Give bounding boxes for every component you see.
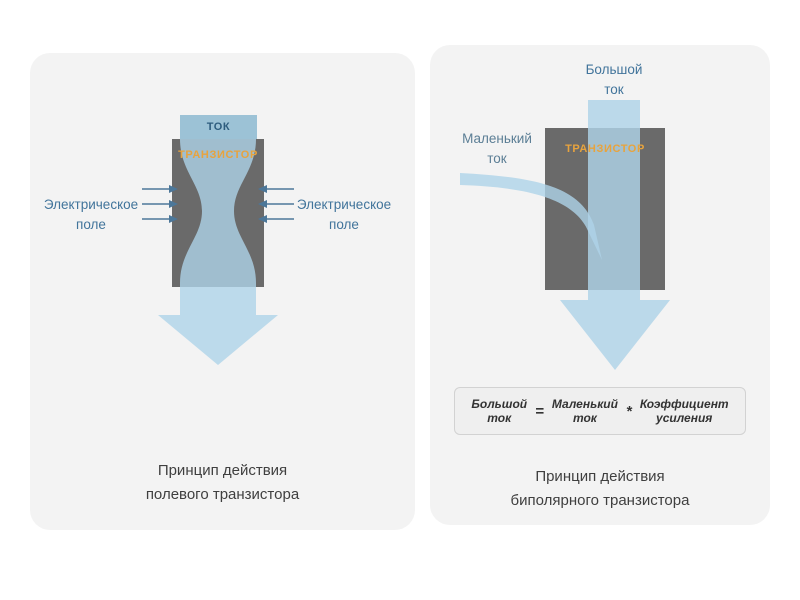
electric-field-label-left: Электрическое поле: [36, 195, 146, 234]
big-current-line1: Большой: [585, 62, 643, 77]
equals-sign: =: [535, 402, 544, 420]
field-effect-transistor-panel: ТОК ТРАНЗИСТОР Электрическое поле Электр…: [30, 53, 415, 530]
caption-line2: биполярного транзистора: [510, 492, 690, 509]
current-input-badge: ТОК: [180, 115, 257, 139]
formula-term3-line2: усиления: [656, 411, 713, 425]
electric-field-left-line2: поле: [76, 216, 106, 232]
bipolar-diagram-graphic: [460, 100, 670, 370]
transistor-title: ТРАНЗИСТОР: [178, 149, 258, 161]
formula-term-big-current: Большой ток: [471, 397, 527, 426]
small-current-label: Маленький ток: [452, 129, 542, 168]
caption-line1: Принцип действия: [157, 462, 288, 479]
electric-field-right-line1: Электрическое: [296, 197, 392, 212]
transistor-title: ТРАНЗИСТОР: [565, 143, 645, 155]
field-effect-diagram-graphic: [142, 139, 294, 365]
electric-field-right-line2: поле: [329, 216, 359, 232]
big-current-label: Большой ток: [569, 60, 659, 99]
current-flow-arrow-shape: [158, 139, 278, 365]
field-arrows-right: [258, 185, 294, 223]
caption-line1: Принцип действия: [535, 468, 665, 485]
gain-formula-box: Большой ток = Маленький ток * Коэффициен…: [454, 387, 746, 435]
electric-field-left-line1: Электрическое: [43, 197, 139, 212]
current-input-label: ТОК: [206, 121, 231, 133]
multiply-sign: *: [625, 402, 632, 420]
formula-term-gain: Коэффициент усиления: [640, 397, 729, 426]
big-current-line2: ток: [604, 81, 624, 97]
caption-line2: полевого транзистора: [145, 486, 300, 503]
field-arrows-left: [142, 185, 178, 223]
formula-term2-line1: Маленький: [551, 396, 618, 411]
formula-term3-line1: Коэффициент: [639, 396, 729, 411]
small-current-line2: ток: [487, 150, 507, 166]
small-current-line1: Маленький: [462, 131, 532, 146]
formula-term1-line1: Большой: [471, 396, 528, 411]
small-current-curve-shape: [460, 173, 602, 260]
formula-term2-line2: ток: [572, 411, 597, 425]
panel-caption: Принцип действия полевого транзистора: [30, 459, 415, 507]
electric-field-label-right: Электрическое поле: [289, 195, 399, 234]
big-current-arrow-shape: [560, 100, 670, 370]
formula-term-small-current: Маленький ток: [552, 397, 618, 426]
bipolar-transistor-panel: Большой ток Маленький ток ТРАНЗИСТОР Бол…: [430, 45, 770, 525]
panel-caption: Принцип действия биполярного транзистора: [430, 465, 770, 513]
formula-term1-line2: ток: [487, 411, 512, 425]
